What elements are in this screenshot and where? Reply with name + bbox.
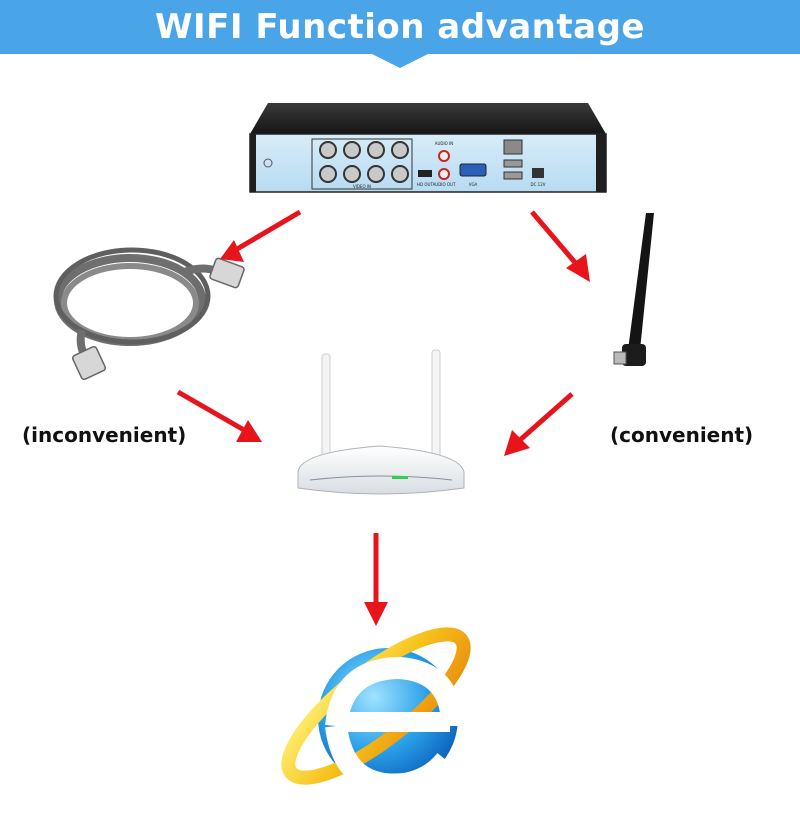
label-inconvenient: (inconvenient) <box>22 423 187 447</box>
port-label-audio-in: AUDIO IN <box>435 141 454 146</box>
usb-wifi-adapter-icon <box>613 213 654 366</box>
arrow-router-to-internet-head <box>364 602 388 626</box>
arrow-adapter-to-router-head <box>504 430 530 456</box>
arrow-adapter-to-router <box>518 392 574 442</box>
port-label-vga: VGA <box>469 182 478 187</box>
arrow-dvr-to-adapter-head <box>566 254 590 282</box>
page-title: WIFI Function advantage <box>155 7 645 47</box>
port-label-hd-out: HD OUT <box>417 182 433 187</box>
port-label-dc: DC 12V <box>531 182 546 187</box>
wifi-router-icon <box>297 349 465 495</box>
bnc-connectors <box>319 141 409 183</box>
arrow-cable-to-router-head <box>236 420 262 442</box>
port-label-audio-out: AUDIO OUT <box>433 182 456 187</box>
arrow-dvr-to-adapter <box>530 210 580 268</box>
flow-arrows <box>176 209 590 626</box>
internet-explorer-icon <box>281 627 471 796</box>
arrow-dvr-to-cable <box>227 209 302 255</box>
arrow-cable-to-router <box>176 389 246 433</box>
arrow-dvr-to-cable-head <box>220 240 244 262</box>
port-label-video-in: VIDEO IN <box>353 184 371 189</box>
ethernet-cable-icon <box>53 247 245 381</box>
dvr-recorder-icon: VIDEO IN HD OUT AUDIO IN AUDIO OUT VGA D… <box>249 103 607 193</box>
label-convenient: (convenient) <box>610 423 754 447</box>
title-banner-notch <box>372 54 428 68</box>
title-banner <box>0 0 800 54</box>
